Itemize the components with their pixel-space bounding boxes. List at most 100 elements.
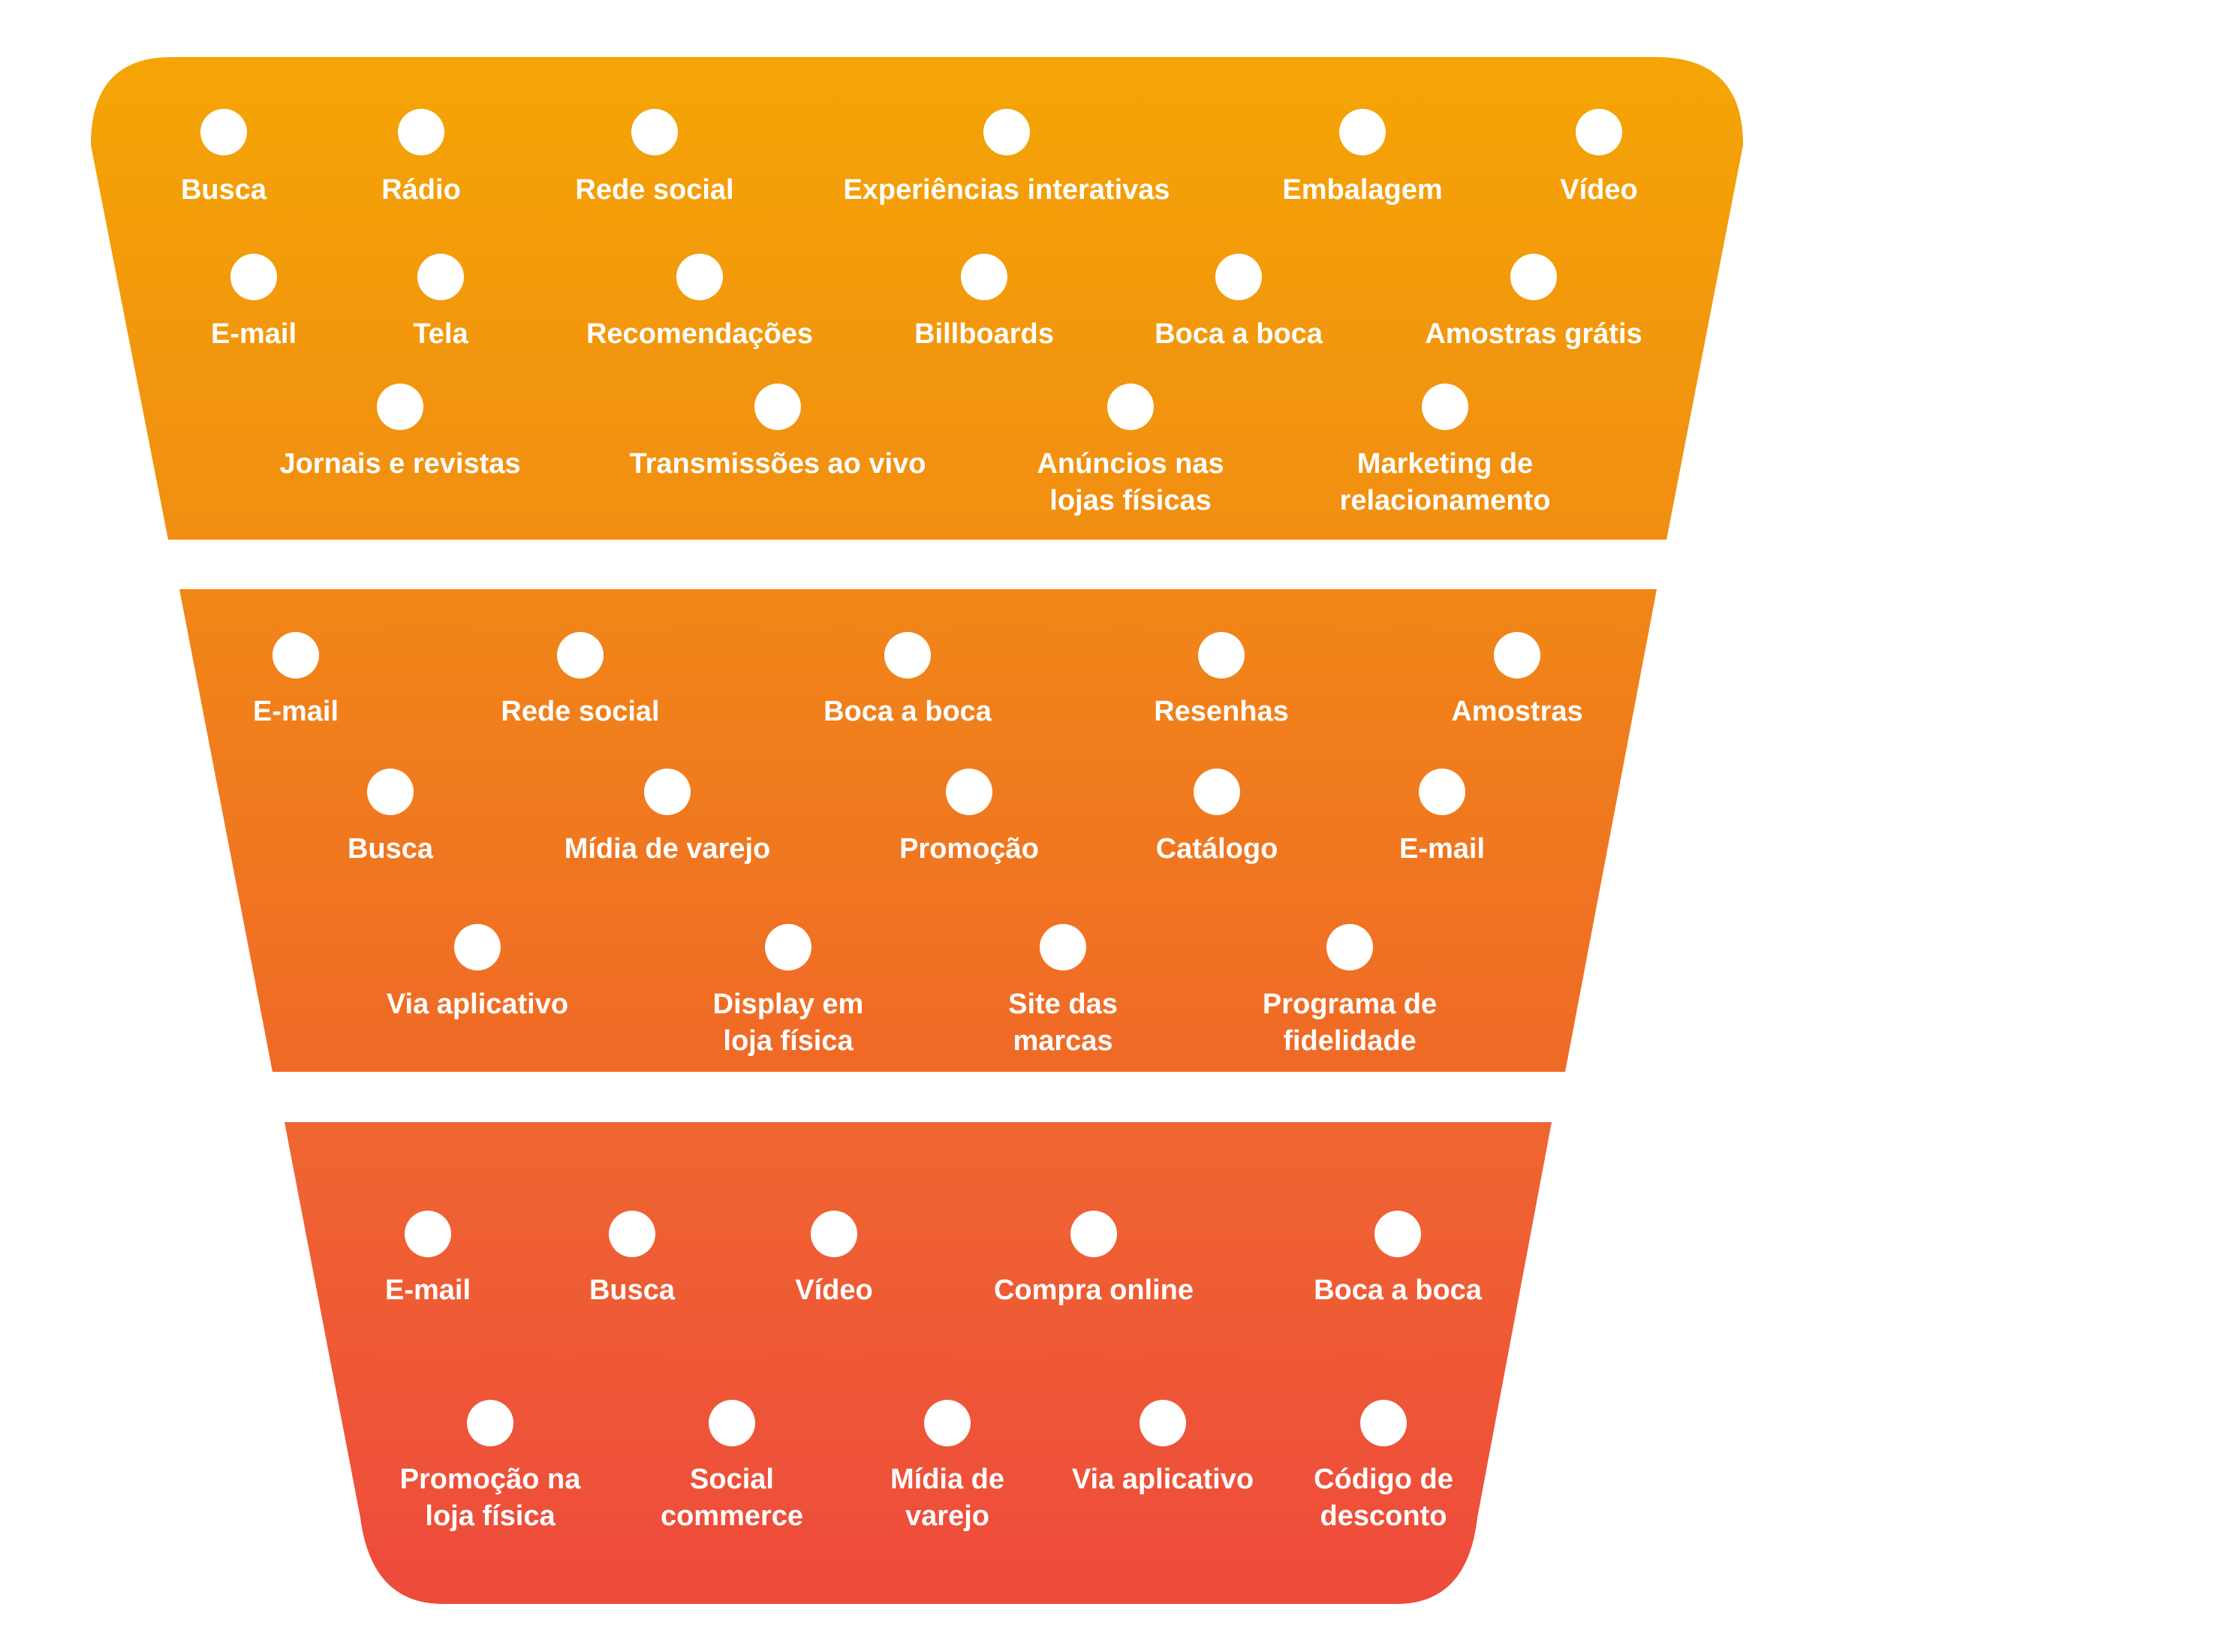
channel-midia-de-varejo: Mídia de varejo [890,1400,1004,1532]
channel-dot [1107,384,1154,430]
channel-dot [1494,632,1540,679]
channel-label: Busca [589,1274,676,1306]
channel-label: Transmissões ao vivo [630,448,926,480]
channel-catalogo: Catálogo [1156,769,1278,865]
channel-label: loja física [425,1500,556,1532]
channel-billboards: Billboards [914,254,1054,350]
channel-label: Jornais e revistas [279,448,520,480]
channel-recomendacoes: Recomendações [586,254,813,350]
channel-label: lojas físicas [1049,485,1211,516]
channel-label: Amostras grátis [1425,318,1642,350]
funnel-stage-1-band [91,57,1743,540]
channel-dot [1422,384,1468,430]
channel-dot [709,1400,755,1446]
channel-dot [983,109,1030,155]
channel-label: Rede social [575,174,733,206]
channel-label: Boca a boca [823,696,992,727]
channel-label: marcas [1013,1025,1113,1057]
funnel-stage-3-band [285,1122,1552,1604]
channel-e-mail: E-mail [253,632,339,727]
channel-label: loja física [723,1025,854,1057]
channel-boca-a-boca: Boca a boca [823,632,992,727]
channel-via-aplicativo: Via aplicativo [1072,1400,1254,1495]
channel-label: desconto [1320,1500,1447,1532]
channel-label: Mídia de [890,1464,1004,1495]
channel-dot [924,1400,971,1446]
channel-label: Display em [713,988,864,1020]
channel-jornais-e-revistas: Jornais e revistas [279,384,521,480]
funnel-stage-2-band [179,589,1657,1072]
channel-dot [1140,1400,1186,1446]
channel-dot [398,109,444,155]
channel-label: commerce [661,1500,803,1532]
channel-label: Mídia de varejo [565,833,771,865]
channel-label: relacionamento [1340,485,1551,516]
channel-dot [417,254,464,300]
channel-dot [1360,1400,1407,1446]
channel-dot [631,109,678,155]
channel-promocao-na-loja-fisica: Promoção na loja física [400,1400,582,1532]
channel-label: Promoção na [400,1464,582,1495]
channel-boca-a-boca: Boca a boca [1314,1211,1483,1306]
channel-label: Busca [181,174,267,206]
channel-dot [405,1211,451,1257]
channel-dot [676,254,723,300]
channel-busca: Busca [181,109,267,206]
channel-dot [754,384,801,430]
channel-dot [1576,109,1622,155]
channel-embalagem: Embalagem [1282,109,1443,206]
channel-label: Boca a boca [1314,1274,1483,1306]
channel-amostras-gratis: Amostras grátis [1425,254,1642,350]
channel-dot [884,632,931,679]
channel-label: Vídeo [795,1274,872,1306]
channel-dot [946,769,992,815]
channel-dot [1070,1211,1117,1257]
channel-dot [454,924,501,970]
channel-anuncios-nas-lojas-fisicas: Anúncios nas lojas físicas [1037,384,1224,516]
channel-busca: Busca [589,1211,676,1306]
channel-label: Experiências interativas [843,174,1170,206]
channel-dot [377,384,423,430]
channel-label: Via aplicativo [387,988,568,1020]
channel-dot [467,1400,513,1446]
channel-label: Amostras [1451,696,1582,727]
channel-label: Recomendações [586,318,813,350]
channel-busca: Busca [348,769,434,865]
channel-dot [367,769,414,815]
channel-tela: Tela [413,254,468,350]
channel-label: varejo [905,1500,989,1532]
channel-dot [230,254,277,300]
channel-video: Vídeo [795,1211,873,1306]
channel-label: Rede social [501,696,659,727]
channel-label: Rádio [381,174,461,206]
channel-dot [609,1211,655,1257]
channel-dot [811,1211,857,1257]
channel-label: Embalagem [1282,174,1442,206]
channel-display-em-loja-fisica: Display em loja física [713,924,864,1057]
channel-e-mail: E-mail [1399,769,1485,865]
channel-dot [1339,109,1386,155]
channel-dot [644,769,691,815]
channel-label: E-mail [253,696,339,727]
channel-dot [1419,769,1465,815]
channel-e-mail: E-mail [211,254,297,350]
channel-amostras: Amostras [1451,632,1583,727]
channel-boca-a-boca: Boca a boca [1155,254,1323,350]
channel-experiencias-interativas: Experiências interativas [843,109,1170,206]
channel-label: Programa de [1263,988,1437,1020]
channel-rede-social: Rede social [575,109,734,206]
channel-label: Billboards [914,318,1054,350]
channel-label: Anúncios nas [1037,448,1224,480]
channel-label: Via aplicativo [1072,1464,1254,1495]
channel-e-mail: E-mail [385,1211,471,1306]
channel-compra-online: Compra online [994,1211,1194,1306]
channel-dot [1326,924,1373,970]
channel-via-aplicativo: Via aplicativo [387,924,568,1020]
channel-dot [961,254,1007,300]
